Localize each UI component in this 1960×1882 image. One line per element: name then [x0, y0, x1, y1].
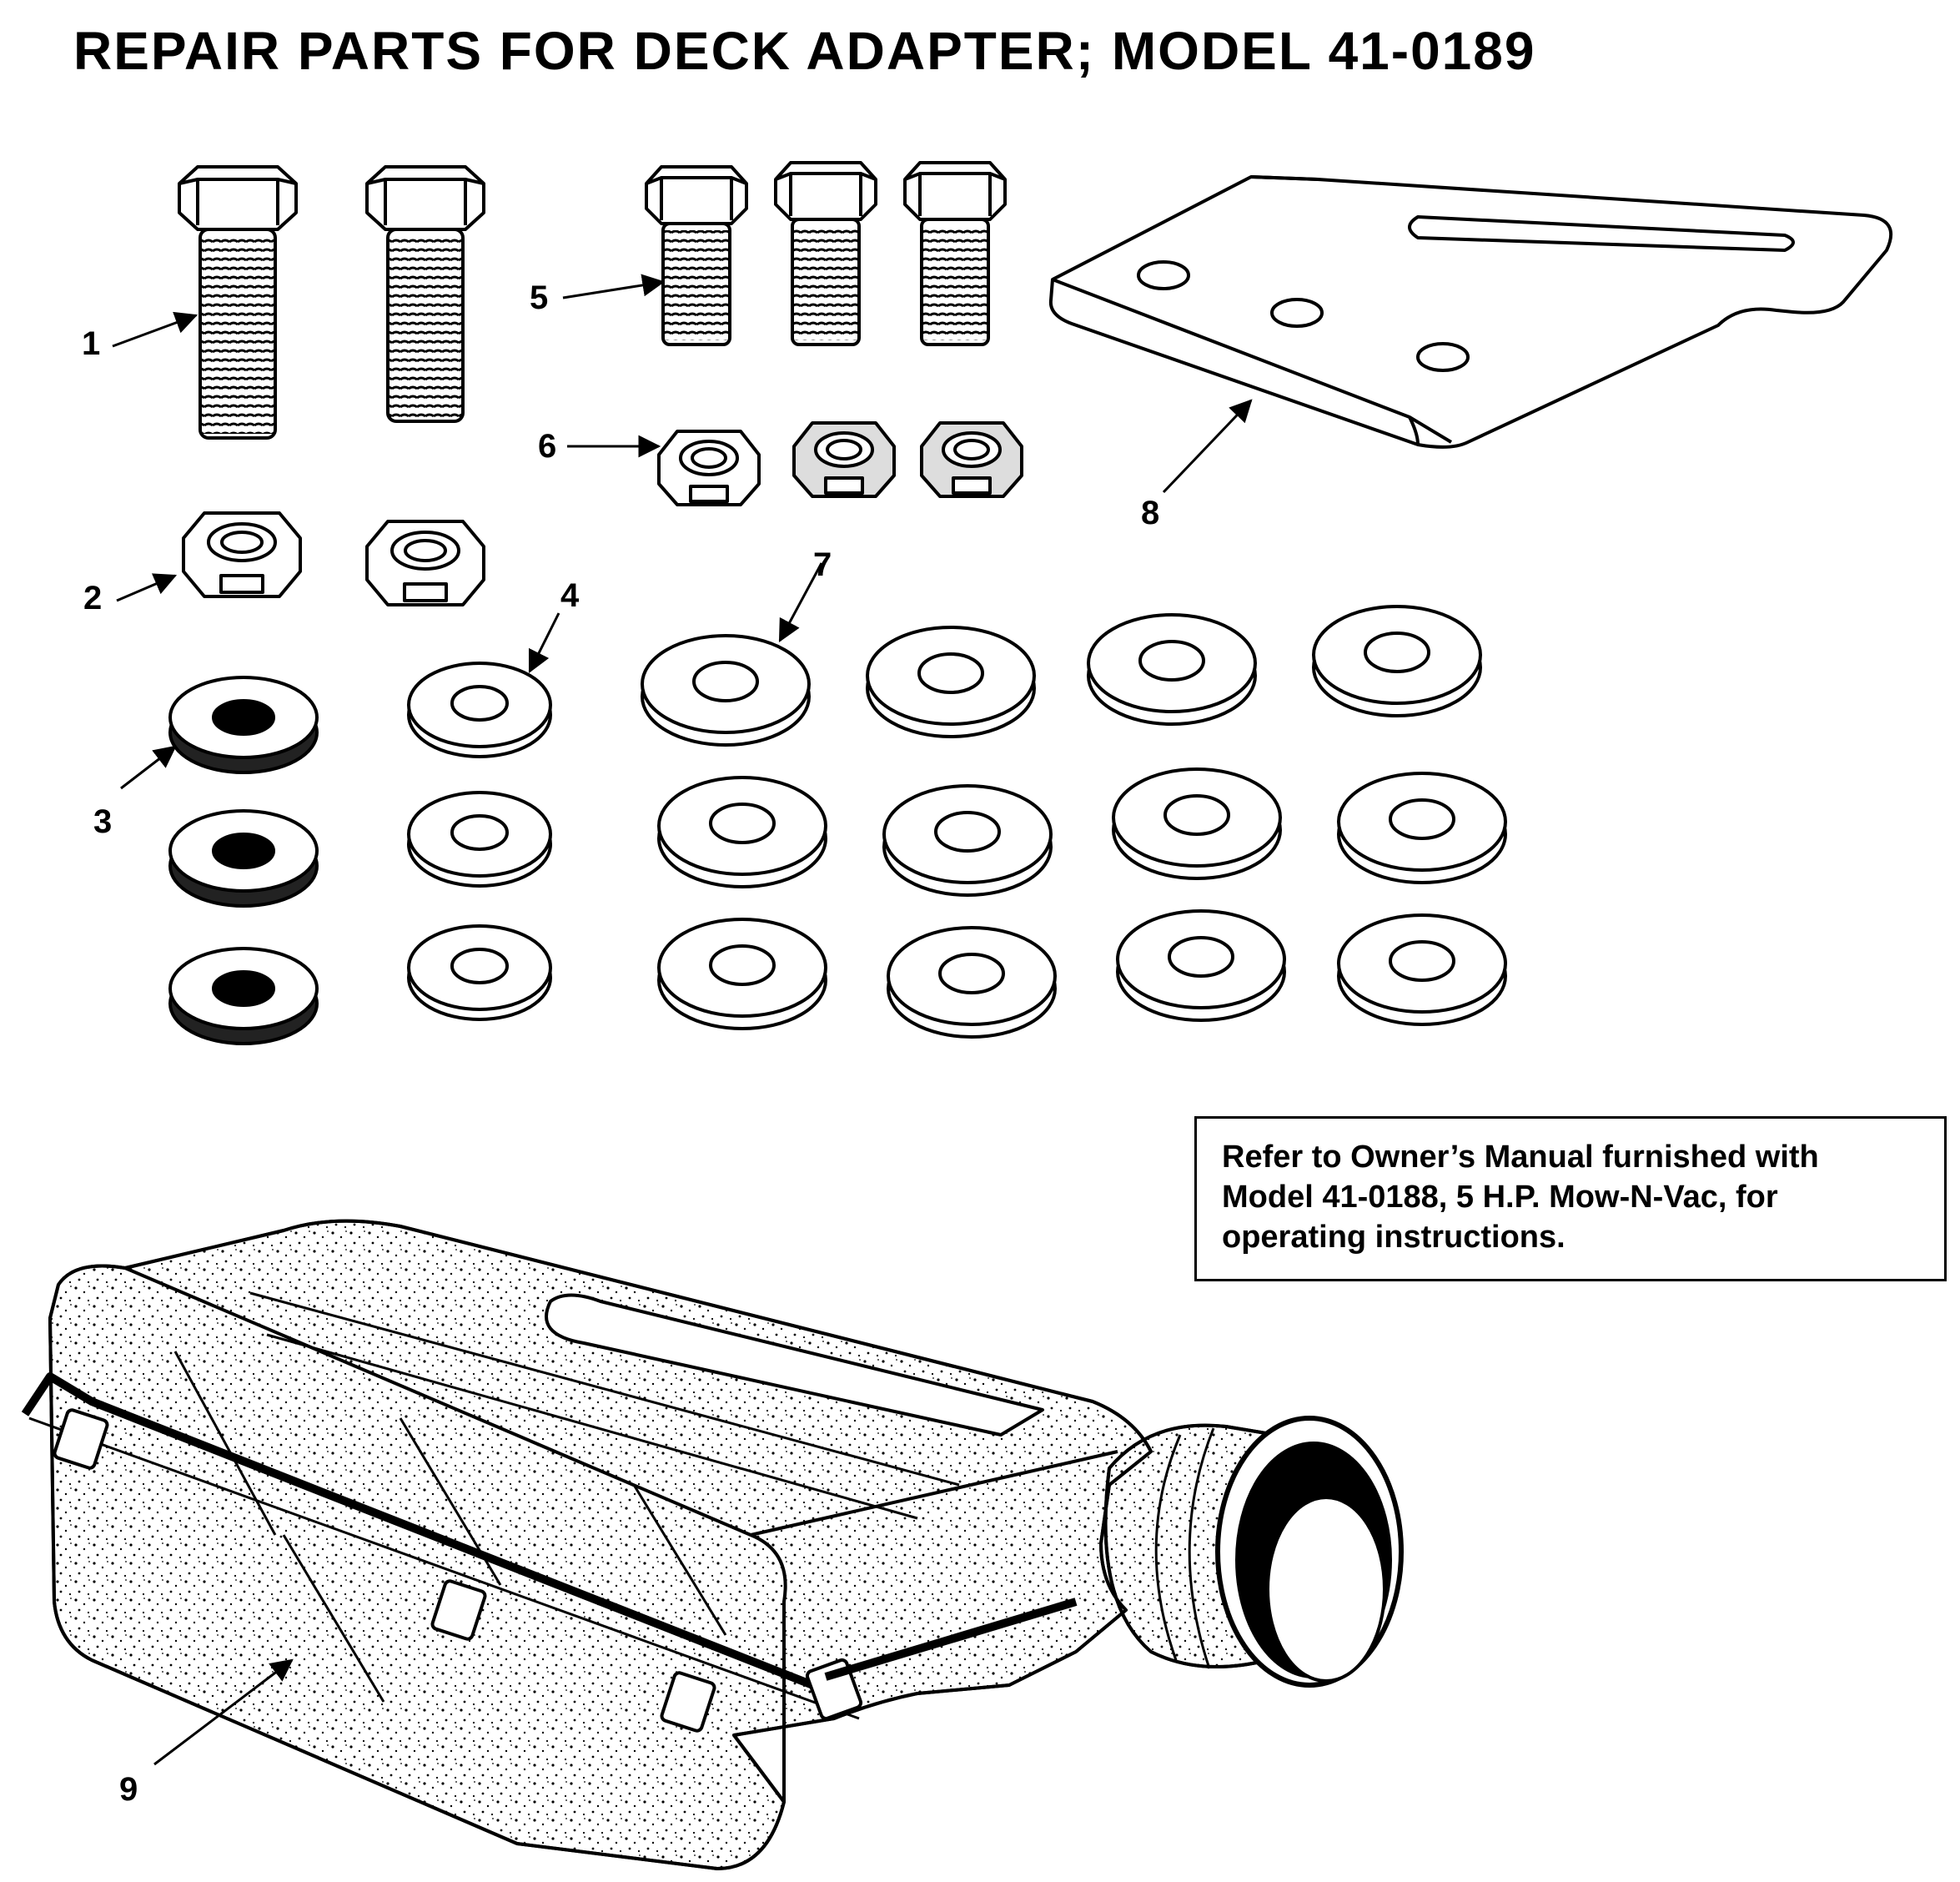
bolt-part-5	[645, 161, 1007, 346]
bolt-part-1	[178, 165, 485, 440]
deck-adapter-chute-part-9	[21, 1219, 1404, 1870]
callout-7: 7	[813, 546, 832, 583]
nut-part-2	[182, 511, 485, 606]
callout-4: 4	[560, 577, 580, 614]
nut-part-6	[657, 421, 1023, 506]
instruction-note: Refer to Owner’s Manual furnished with M…	[1194, 1116, 1947, 1281]
adapter-plate-part-8	[1048, 175, 1892, 449]
washer-part-4	[407, 662, 552, 1021]
callout-3: 3	[93, 803, 112, 840]
note-line-1: Refer to Owner’s Manual furnished with	[1222, 1140, 1819, 1175]
callout-8: 8	[1141, 495, 1159, 531]
note-line-3: operating instructions.	[1222, 1220, 1565, 1255]
callout-5: 5	[530, 279, 548, 316]
callout-2: 2	[83, 580, 102, 616]
callout-9: 9	[119, 1771, 138, 1808]
washer-part-7	[641, 605, 1507, 1039]
page-title: REPAIR PARTS FOR DECK ADAPTER; MODEL 41-…	[73, 21, 1536, 81]
callout-1: 1	[82, 325, 100, 362]
callout-6: 6	[538, 428, 556, 465]
leader-lines	[112, 274, 1253, 1766]
spacer-washer-part-3	[168, 676, 319, 1045]
chute-outlet-collar	[1103, 1416, 1404, 1688]
note-line-2: Model 41-0188, 5 H.P. Mow-N-Vac, for	[1222, 1180, 1778, 1215]
